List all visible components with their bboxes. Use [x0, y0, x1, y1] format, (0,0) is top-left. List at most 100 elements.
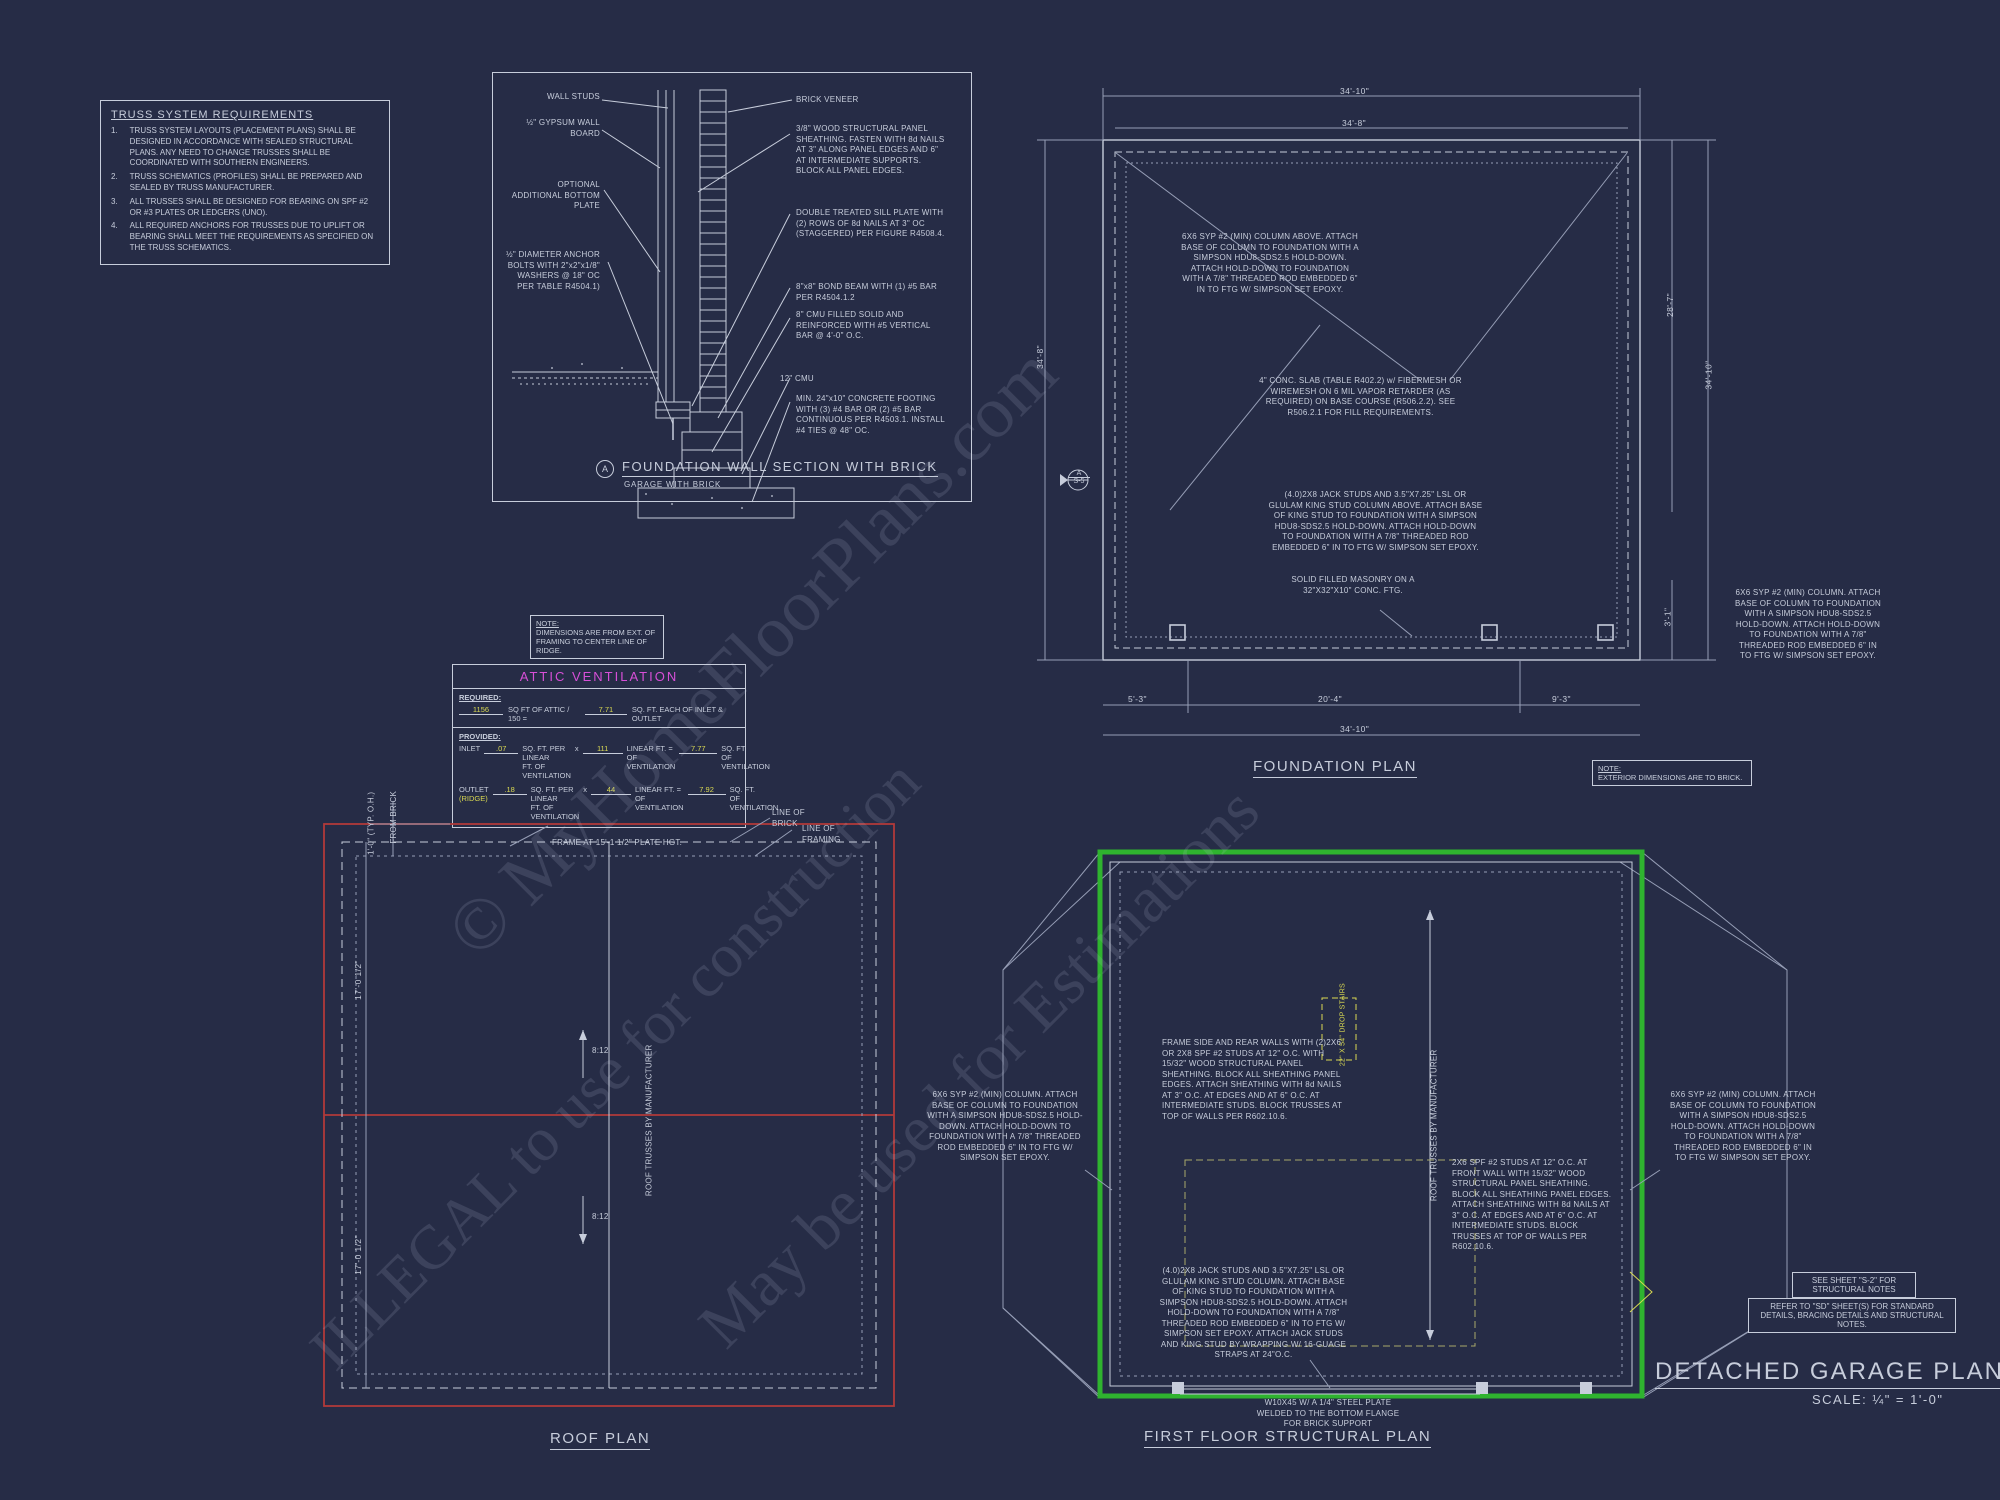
attic-inlet-v2: 111	[582, 744, 623, 754]
foundation-plan-drawing	[1037, 88, 1716, 736]
wall-section-drawing	[512, 89, 795, 519]
label-brick-veneer: BRICK VENEER	[796, 95, 859, 104]
rp-label-oh: 1'-0" (TYP. O.H.)	[366, 791, 376, 855]
fp-dim-top-inner: 34'-8"	[1342, 118, 1367, 128]
attic-outlet-t3: SQ. FT.OF VENTILATION	[729, 785, 779, 812]
attic-ventilation-table: ATTIC VENTILATION REQUIRED: 1156 SQ FT O…	[452, 664, 778, 828]
attic-outlet-x: x	[583, 785, 587, 794]
attic-outlet-v2: 44	[590, 785, 631, 795]
sheet-note-1: SEE SHEET "S-2" FOR STRUCTURAL NOTES	[1792, 1272, 1916, 1298]
first-floor-drawing	[1002, 849, 1788, 1399]
label-cmu-filled: 8" CMU FILLED SOLID AND REINFORCED WITH …	[796, 310, 931, 341]
rp-slope-bottom: 8:12	[592, 1212, 609, 1221]
truss-item-text: TRUSS SYSTEM LAYOUTS (PLACEMENT PLANS) S…	[129, 126, 356, 168]
wall-section-subtitle: GARAGE WITH BRICK	[624, 480, 722, 489]
attic-inlet-label: INLET	[459, 744, 481, 753]
rp-dim-lower: 17'-0 1/2"	[352, 1235, 363, 1275]
fp-dim-bottom-1: 5'-3"	[1128, 694, 1147, 704]
attic-provided-label: PROVIDED:	[459, 732, 501, 741]
label-bond-beam: 8"x8" BOND BEAM WITH (1) #5 BAR PER R450…	[796, 282, 938, 302]
fp-dim-bottom-total: 34'-10"	[1340, 724, 1370, 734]
truss-requirements-title: TRUSS SYSTEM REQUIREMENTS	[111, 109, 314, 121]
truss-requirements-block: TRUSS SYSTEM REQUIREMENTS 1. TRUSS SYSTE…	[100, 100, 390, 265]
fp-note-text: EXTERIOR DIMENSIONS ARE TO BRICK.	[1598, 773, 1743, 782]
rp-dim-upper: 17'-0 1/2"	[352, 960, 363, 1000]
fp-label-masonry: SOLID FILLED MASONRY ON A 32"X32"X10" CO…	[1291, 575, 1415, 595]
label-anchor-bolts: ½" DIAMETER ANCHOR BOLTS WITH 2"x2"x1/8"…	[505, 250, 600, 291]
attic-note-text: DIMENSIONS ARE FROM EXT. OF FRAMING TO C…	[536, 628, 656, 655]
truss-item-text: TRUSS SCHEMATICS (PROFILES) SHALL BE PRE…	[129, 172, 363, 192]
fp-note-title: NOTE:	[1598, 764, 1621, 773]
sheet-note-2: REFER TO "SD" SHEET(S) FOR STANDARD DETA…	[1748, 1298, 1956, 1333]
truss-item-num: 4.	[111, 221, 118, 231]
rp-slope-top: 8:12	[592, 1046, 609, 1055]
attic-outlet-t2: LINEAR FT. =OF VENTILATION	[634, 785, 684, 812]
rp-label-from-brick: FROM BRICK	[389, 790, 399, 844]
attic-inlet-t3: SQ. FT.OF VENTILATION	[721, 744, 770, 771]
truss-item-num: 3.	[111, 196, 118, 206]
label-footing: MIN. 24"x10" CONCRETE FOOTING WITH (3) #…	[796, 394, 945, 435]
garage-plan-title: DETACHED GARAGE PLAN	[1655, 1358, 2000, 1389]
attic-inlet-v3: 7.77	[679, 744, 718, 754]
truss-item-text: ALL REQUIRED ANCHORS FOR TRUSSES DUE TO …	[129, 221, 374, 252]
label-wall-studs: WALL STUDS	[546, 92, 600, 101]
section-detail-marker: A	[596, 460, 614, 478]
wall-section-box	[492, 72, 972, 502]
fp-dim-right-small: 3'-1"	[1662, 607, 1673, 627]
fp-label-column-right: 6X6 SYP #2 (MIN) COLUMN. ATTACH BASE OF …	[1734, 588, 1882, 661]
label-bottom-plate: OPTIONAL ADDITIONAL BOTTOM PLATE	[511, 180, 600, 211]
rp-label-frame: FRAME AT 15'-1 1/2" PLATE HGT.	[552, 838, 683, 847]
attic-note-title: NOTE:	[536, 619, 559, 628]
fp-section-marker-text: A S-5	[1068, 470, 1090, 485]
section-cut-marker	[1060, 469, 1089, 491]
truss-item-text: ALL TRUSSES SHALL BE DESIGNED FOR BEARIN…	[129, 196, 369, 217]
ff-label-front-wall: 2X6 SPF #2 STUDS AT 12" O.C. AT FRONT WA…	[1452, 1158, 1612, 1252]
marker-letter: A	[601, 464, 608, 474]
garage-plan-scale: SCALE: ¼" = 1'-0"	[1812, 1392, 1944, 1407]
fp-dim-bottom-3: 9'-3"	[1552, 694, 1571, 704]
attic-required-value: 1156	[459, 705, 503, 715]
ff-label-steel: W10X45 W/ A 1/4" STEEL PLATE WELDED TO T…	[1256, 1398, 1400, 1429]
label-sill-plate: DOUBLE TREATED SILL PLATE WITH (2) ROWS …	[796, 208, 945, 239]
brick-veneer-hatch	[699, 89, 727, 413]
rp-label-line-of-framing: LINE OF FRAMING	[802, 824, 841, 844]
attic-inlet-x: x	[574, 744, 579, 753]
fp-label-slab: 4" CONC. SLAB (TABLE R402.2) w/ FIBERMES…	[1259, 376, 1462, 417]
ff-label-drop-stairs: 22" X 54" DROP STAIRS	[1339, 983, 1347, 1067]
attic-required-result: 7.71	[584, 705, 627, 715]
wall-section-title: FOUNDATION WALL SECTION WITH BRICK	[622, 459, 938, 477]
ff-label-frame-walls: FRAME SIDE AND REAR WALLS WITH (2)2X6 OR…	[1162, 1038, 1342, 1121]
truss-item-num: 2.	[111, 172, 118, 182]
ff-label-trusses: ROOF TRUSSES BY MANUFACTURER	[1429, 1049, 1439, 1202]
label-cmu12: 12" CMU	[780, 374, 814, 383]
attic-inlet-t2: LINEAR FT. =OF VENTILATION	[626, 744, 676, 771]
first-floor-title: FIRST FLOOR STRUCTURAL PLAN	[1144, 1428, 1432, 1448]
fp-dim-left: 34'-8"	[1035, 344, 1046, 370]
attic-required-tail: SQ. FT. EACH OF INLET & OUTLET	[631, 705, 724, 723]
ff-label-column-right: 6X6 SYP #2 (MIN) COLUMN. ATTACH BASE OF …	[1669, 1090, 1817, 1163]
ff-label-column-left: 6X6 SYP #2 (MIN) COLUMN. ATTACH BASE OF …	[927, 1090, 1083, 1163]
attic-note-box: NOTE: DIMENSIONS ARE FROM EXT. OF FRAMIN…	[530, 615, 664, 659]
fp-dim-bottom-2: 20'-4"	[1318, 694, 1343, 704]
attic-outlet-v1: .18	[492, 785, 527, 795]
fp-label-column-above: 6X6 SYP #2 (MIN) COLUMN ABOVE. ATTACH BA…	[1181, 232, 1359, 294]
attic-outlet-v3: 7.92	[687, 785, 726, 795]
attic-outlet-label: OUTLET(RIDGE)	[459, 785, 489, 803]
fp-note-box: NOTE: EXTERIOR DIMENSIONS ARE TO BRICK.	[1592, 760, 1752, 786]
foundation-plan-title: FOUNDATION PLAN	[1253, 758, 1417, 778]
fp-dim-top: 34'-10"	[1340, 86, 1370, 96]
fp-dim-right-outer: 34'-10"	[1703, 360, 1714, 390]
rp-label-line-of-brick: LINE OF BRICK	[772, 808, 805, 828]
label-gypsum-board: ½" GYPSUM WALL BOARD	[526, 118, 600, 138]
ff-label-jack-studs: (4.0)2X8 JACK STUDS AND 3.5"X7.25" LSL O…	[1159, 1266, 1348, 1360]
attic-required-label: REQUIRED:	[459, 693, 502, 702]
truss-item-num: 1.	[111, 126, 118, 135]
roof-plan-title: ROOF PLAN	[550, 1430, 651, 1450]
rp-label-trusses: ROOF TRUSSES BY MANUFACTURER	[644, 1044, 654, 1197]
attic-inlet-v1: .07	[484, 744, 519, 754]
fp-label-jack-studs: (4.0)2X8 JACK STUDS AND 3.5"X7.25" LSL O…	[1268, 490, 1483, 552]
attic-required-mid: SQ FT OF ATTIC / 150 =	[508, 705, 570, 723]
